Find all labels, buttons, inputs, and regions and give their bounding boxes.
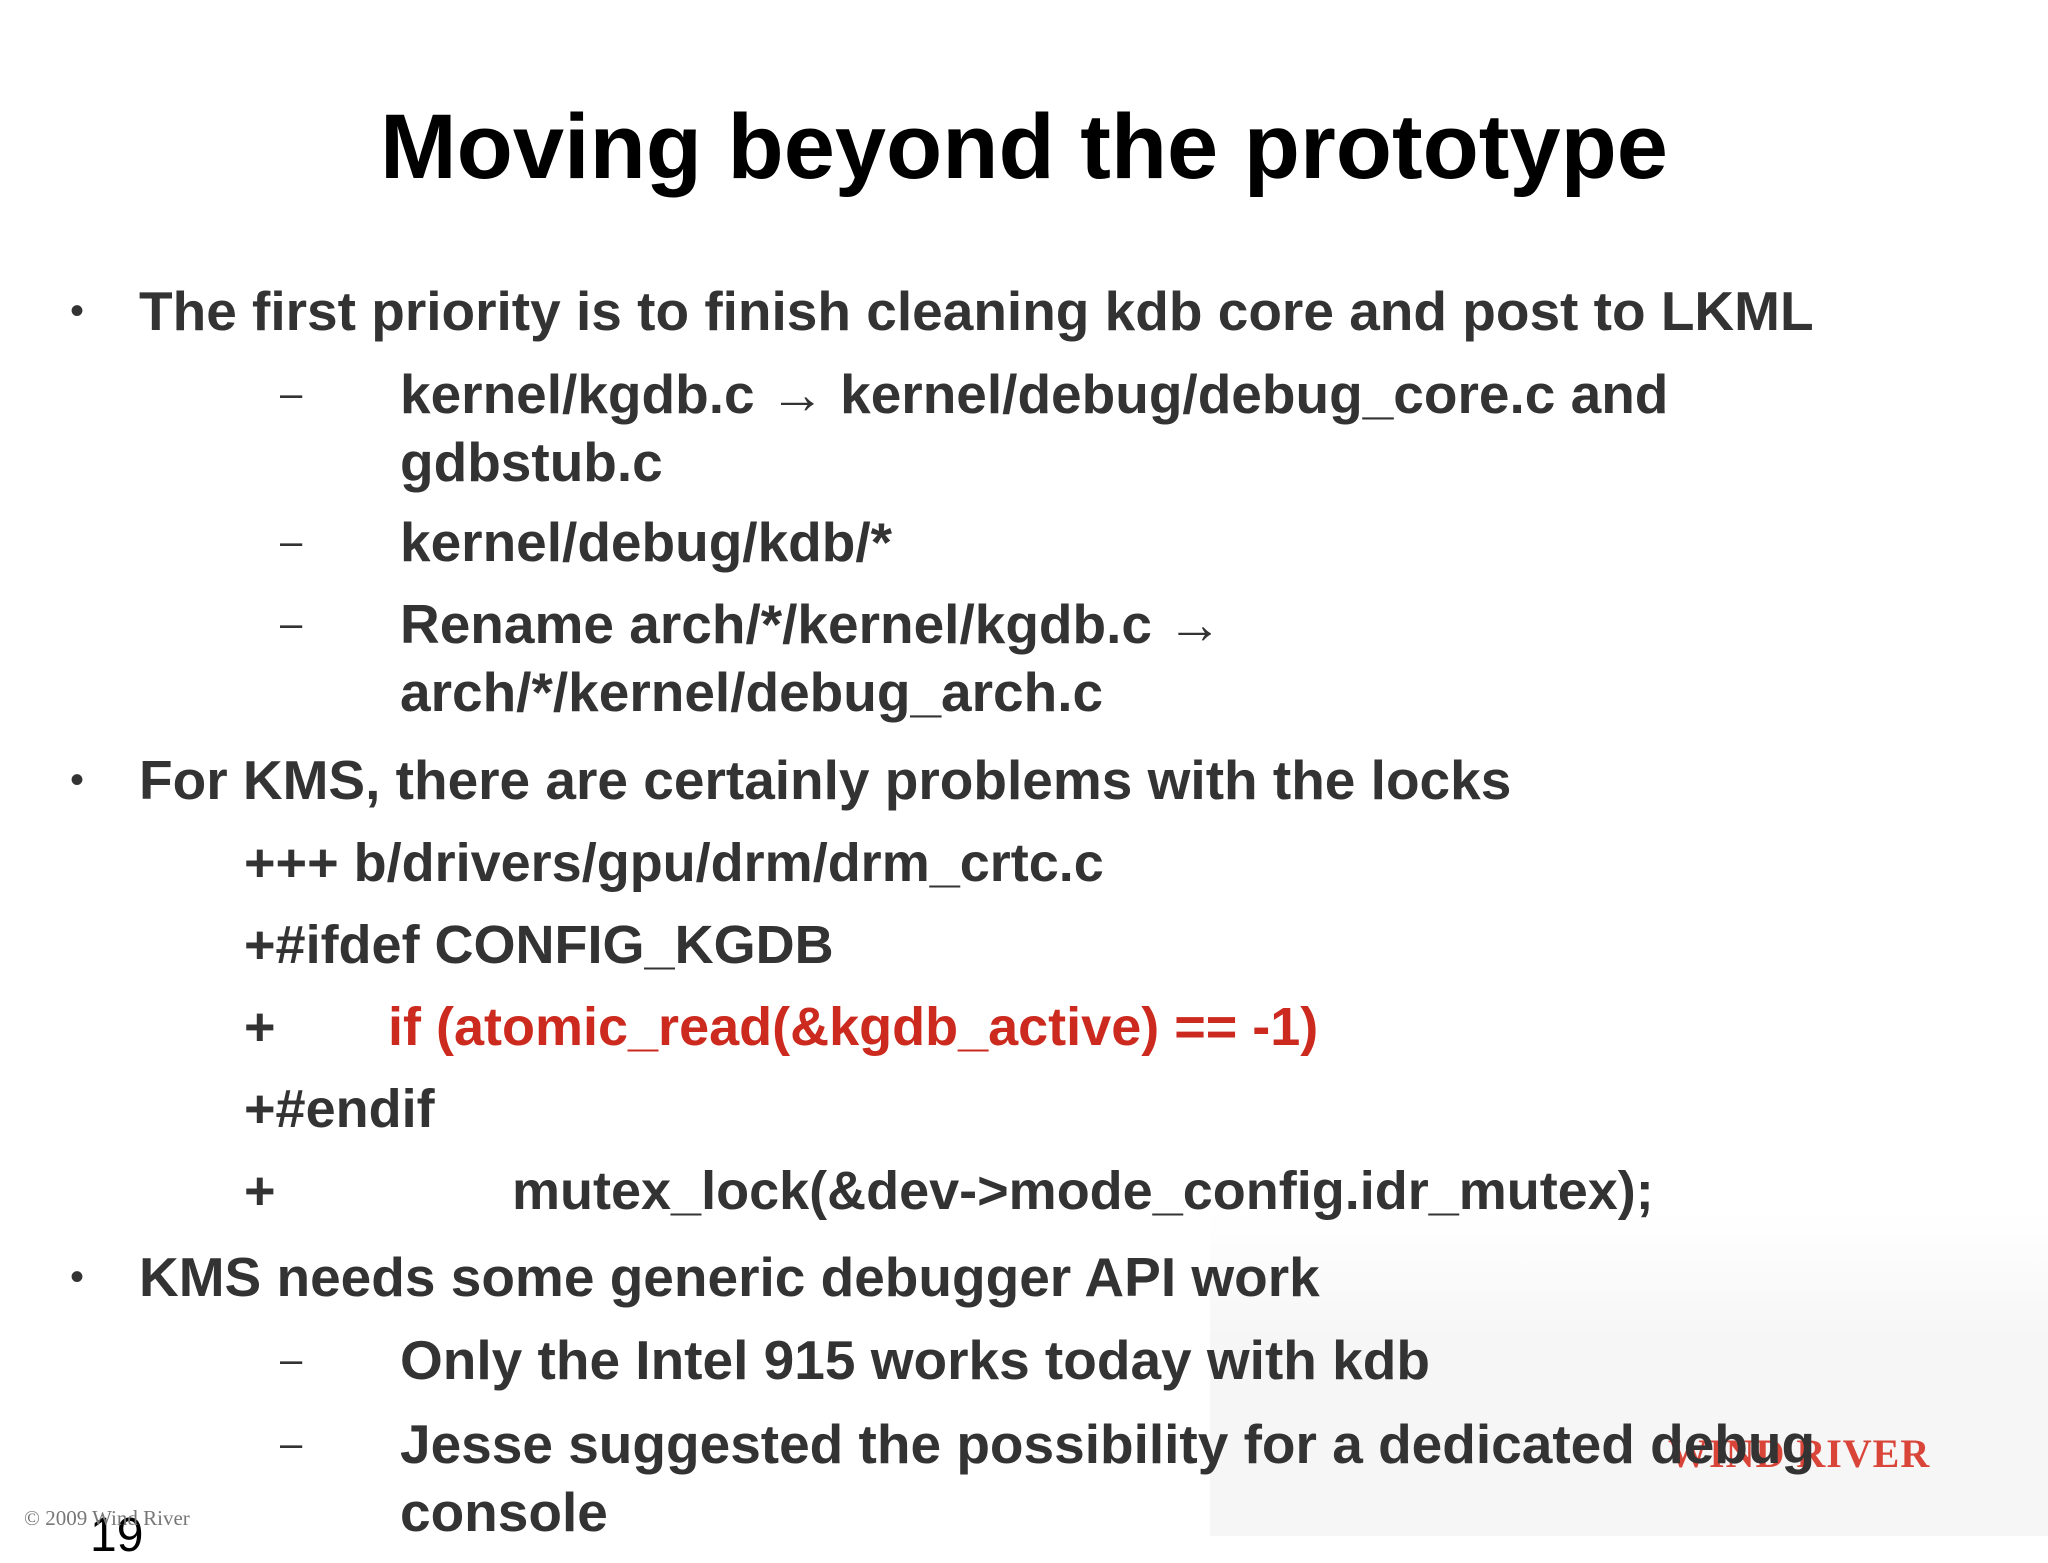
subitem-3-2-line2: console [400,1481,608,1543]
bullet-icon: • [70,1255,85,1299]
code-line-1: +++ b/drivers/gpu/drm/drm_crtc.c [244,833,1104,893]
slide-title: Moving beyond the prototype [380,96,1668,198]
subitem-1-1-line2: gdbstub.c [400,431,663,493]
wind-river-logo: WIND RIVER [1668,1431,1931,1476]
bullet-icon: • [70,758,85,802]
subitem-1-2-line1: kernel/debug/kdb/* [400,511,893,573]
subitem-3-1-line1: Only the Intel 915 works today with kdb [400,1329,1430,1391]
dash-icon: – [280,602,303,646]
code-line-5-prefix: + [244,1161,276,1221]
code-line-5-text: mutex_lock(&dev->mode_config.idr_mutex); [512,1161,1654,1221]
dash-icon: – [280,520,303,564]
subitem-3-2-line1: Jesse suggested the possibility for a de… [400,1413,1816,1475]
bullet-2-text: For KMS, there are certainly problems wi… [139,749,1512,811]
footer-shading [1210,1210,2048,1536]
code-line-3-highlight: if (atomic_read(&kgdb_active) == -1) [388,997,1319,1057]
bullet-3-text: KMS needs some generic debugger API work [139,1246,1320,1308]
dash-icon: – [280,1422,303,1466]
code-line-2: +#ifdef CONFIG_KGDB [244,915,834,975]
dash-icon: – [280,1338,303,1382]
dash-icon: – [280,372,303,416]
bullet-1-text: The first priority is to finish cleaning… [139,280,1814,342]
copyright-footer: © 2009 Wind River [24,1506,190,1530]
subitem-1-3-line1: Rename arch/*/kernel/kgdb.c → [400,593,1223,655]
subitem-1-3-line2: arch/*/kernel/debug_arch.c [400,661,1104,723]
bullet-icon: • [70,289,85,333]
code-line-3-prefix: + [244,997,276,1057]
subitem-1-1-line1: kernel/kgdb.c → kernel/debug/debug_core.… [400,363,1669,425]
code-line-4: +#endif [244,1079,435,1139]
